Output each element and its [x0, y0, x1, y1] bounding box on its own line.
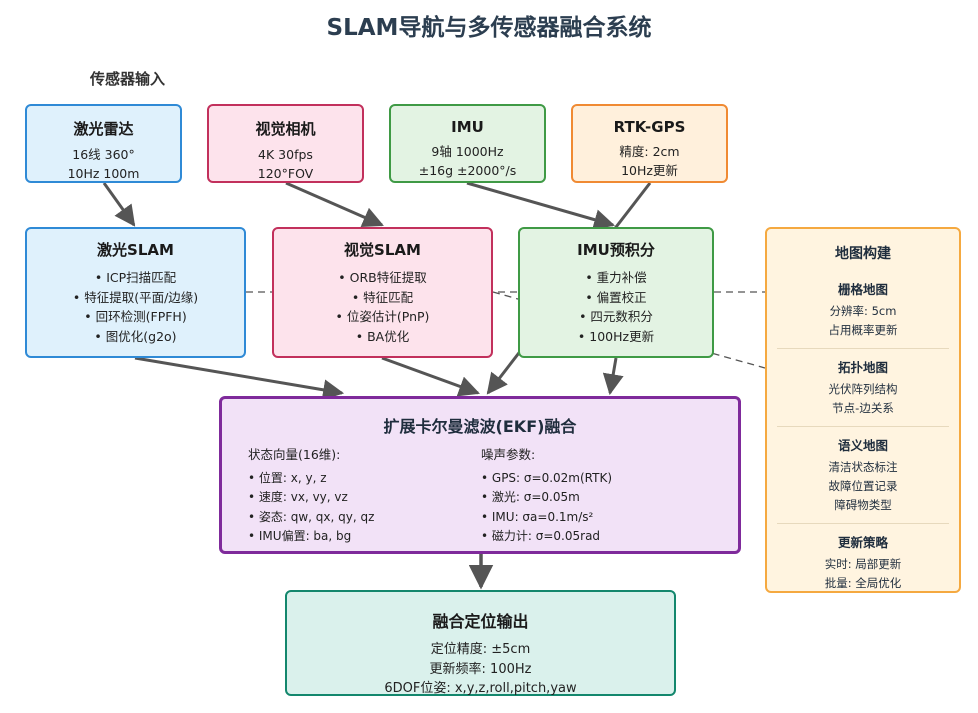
module-item: • BA优化: [355, 328, 410, 344]
arrow-imu-preint-to-ekf: [602, 357, 624, 396]
section-label-sensors: 传感器输入: [90, 70, 166, 88]
sensor-gps: RTK-GPS 精度: 2cm 10Hz更新: [571, 104, 728, 183]
ekf-noise-item: • GPS: σ=0.02m(RTK): [481, 470, 612, 485]
map-section-topology: 拓扑地图 光伏阵列结构 节点-边关系: [767, 349, 959, 426]
module-item: • 回环检测(FPFH): [84, 309, 187, 324]
ekf-state-column: 状态向量(16维): • 位置: x, y, z • 速度: vx, vy, v…: [248, 445, 374, 547]
arrow-lidar-to-lidar-slam: [102, 182, 136, 227]
module-item: • 四元数积分: [579, 309, 653, 324]
ekf-noise-item: • 激光: σ=0.05m: [481, 490, 580, 504]
module-item: • 重力补偿: [585, 270, 647, 285]
map-section-line: 批量: 全局优化: [824, 576, 902, 590]
sensor-imu: IMU 9轴 1000Hz ±16g ±2000°/s: [389, 104, 546, 183]
ekf-noise-item: • IMU: σa=0.1m/s²: [481, 509, 594, 524]
map-divider: [777, 348, 949, 349]
sensor-camera-spec: 120°FOV: [257, 166, 314, 181]
module-visual-slam-title: 视觉SLAM: [344, 241, 421, 259]
arrow-visual-slam-to-ekf: [381, 356, 480, 397]
sensor-camera: 视觉相机 4K 30fps 120°FOV: [207, 104, 364, 183]
map-section-title: 栅格地图: [837, 282, 888, 297]
map-section-line: 实时: 局部更新: [824, 557, 902, 571]
ekf-state-item: • 速度: vx, vy, vz: [248, 490, 348, 504]
module-item: • 偏置校正: [585, 289, 647, 305]
ekf-state-title: 状态向量(16维):: [248, 447, 341, 462]
module-item: • 特征提取(平面/边缘): [72, 289, 199, 305]
module-item: • 图优化(g2o): [94, 328, 177, 344]
sensor-lidar-spec: 16线 360°: [72, 147, 135, 162]
module-item: • 特征匹配: [351, 289, 414, 305]
map-section-line: 节点-边关系: [832, 401, 894, 415]
map-section-line: 光伏阵列结构: [828, 382, 898, 396]
module-item: • ORB特征提取: [338, 270, 427, 285]
map-section-update: 更新策略 实时: 局部更新 批量: 全局优化: [767, 524, 959, 601]
module-visual-slam: 视觉SLAM • ORB特征提取 • 特征匹配 • 位姿估计(PnP) • BA…: [272, 227, 493, 358]
fused-output-line: 6DOF位姿: x,y,z,roll,pitch,yaw: [384, 681, 577, 696]
module-item: • 100Hz更新: [577, 328, 655, 344]
fused-output-line: 更新频率: 100Hz: [429, 661, 532, 677]
ekf-fusion-box: 扩展卡尔曼滤波(EKF)融合 状态向量(16维): • 位置: x, y, z …: [219, 396, 741, 554]
sensor-imu-title: IMU: [451, 118, 484, 136]
ekf-state-item: • 位置: x, y, z: [248, 470, 327, 485]
sensor-gps-title: RTK-GPS: [613, 118, 686, 136]
sensor-lidar-title: 激光雷达: [73, 120, 134, 138]
module-lidar-slam-title: 激光SLAM: [97, 241, 174, 259]
map-section-title: 语义地图: [837, 438, 888, 453]
arrow-lidar-slam-to-ekf: [134, 356, 345, 401]
ekf-noise-item: • 磁力计: σ=0.05rad: [481, 529, 601, 543]
arrow-imu-to-imu-preint: [466, 181, 616, 230]
sensor-lidar-spec: 10Hz 100m: [67, 166, 140, 181]
ekf-noise-title: 噪声参数:: [481, 447, 536, 462]
sensor-gps-spec: 精度: 2cm: [619, 144, 680, 159]
ekf-state-item: • 姿态: qw, qx, qy, qz: [248, 509, 375, 524]
map-section-line: 清洁状态标注: [828, 460, 898, 474]
fused-output-line: 定位精度: ±5cm: [430, 642, 531, 657]
map-section-semantic: 语义地图 清洁状态标注 故障位置记录 障碍物类型: [767, 427, 959, 523]
map-section-title: 拓扑地图: [837, 360, 888, 375]
map-section-grid: 栅格地图 分辨率: 5cm 占用概率更新: [767, 271, 959, 348]
map-section-line: 障碍物类型: [834, 498, 892, 512]
map-section-line: 占用概率更新: [828, 323, 898, 337]
module-imu-preintegration-title: IMU预积分: [577, 241, 655, 259]
map-section-line: 故障位置记录: [828, 479, 898, 493]
sensor-gps-spec: 10Hz更新: [621, 163, 678, 178]
map-section-title: 更新策略: [837, 535, 888, 550]
sensor-imu-spec: ±16g ±2000°/s: [418, 163, 517, 178]
module-imu-preintegration: IMU预积分 • 重力补偿 • 偏置校正 • 四元数积分 • 100Hz更新: [518, 227, 714, 358]
ekf-title: 扩展卡尔曼滤波(EKF)融合: [383, 417, 577, 436]
ekf-noise-column: 噪声参数: • GPS: σ=0.02m(RTK) • 激光: σ=0.05m …: [481, 445, 612, 547]
ekf-state-item: • IMU偏置: ba, bg: [248, 529, 352, 543]
map-section-line: 分辨率: 5cm: [829, 304, 897, 318]
sensor-camera-spec: 4K 30fps: [258, 147, 313, 162]
map-divider: [777, 523, 949, 524]
arrow-camera-to-visual-slam: [285, 181, 384, 228]
fused-output-box: 融合定位输出 定位精度: ±5cm 更新频率: 100Hz 6DOF位姿: x,…: [285, 590, 676, 696]
module-item: • ICP扫描匹配: [94, 270, 177, 285]
fused-output-title: 融合定位输出: [432, 612, 529, 631]
map-building-panel: 地图构建 栅格地图 分辨率: 5cm 占用概率更新 拓扑地图 光伏阵列结构 节点…: [765, 227, 961, 593]
page-title: SLAM导航与多传感器融合系统: [326, 15, 652, 41]
sensor-camera-title: 视觉相机: [255, 120, 316, 138]
sensor-imu-spec: 9轴 1000Hz: [431, 144, 504, 159]
module-item: • 位姿估计(PnP): [335, 309, 430, 324]
sensor-lidar: 激光雷达 16线 360° 10Hz 100m: [25, 104, 182, 183]
module-lidar-slam: 激光SLAM • ICP扫描匹配 • 特征提取(平面/边缘) • 回环检测(FP…: [25, 227, 246, 358]
map-divider: [777, 426, 949, 427]
map-building-title: 地图构建: [835, 246, 891, 262]
